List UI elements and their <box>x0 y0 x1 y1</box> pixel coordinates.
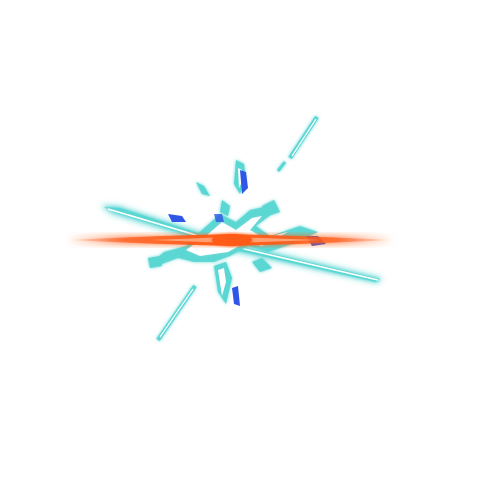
cyan-streak-upper-right <box>276 115 319 172</box>
cyan-streak-lower-left <box>156 284 197 342</box>
orange-flare <box>66 234 394 246</box>
